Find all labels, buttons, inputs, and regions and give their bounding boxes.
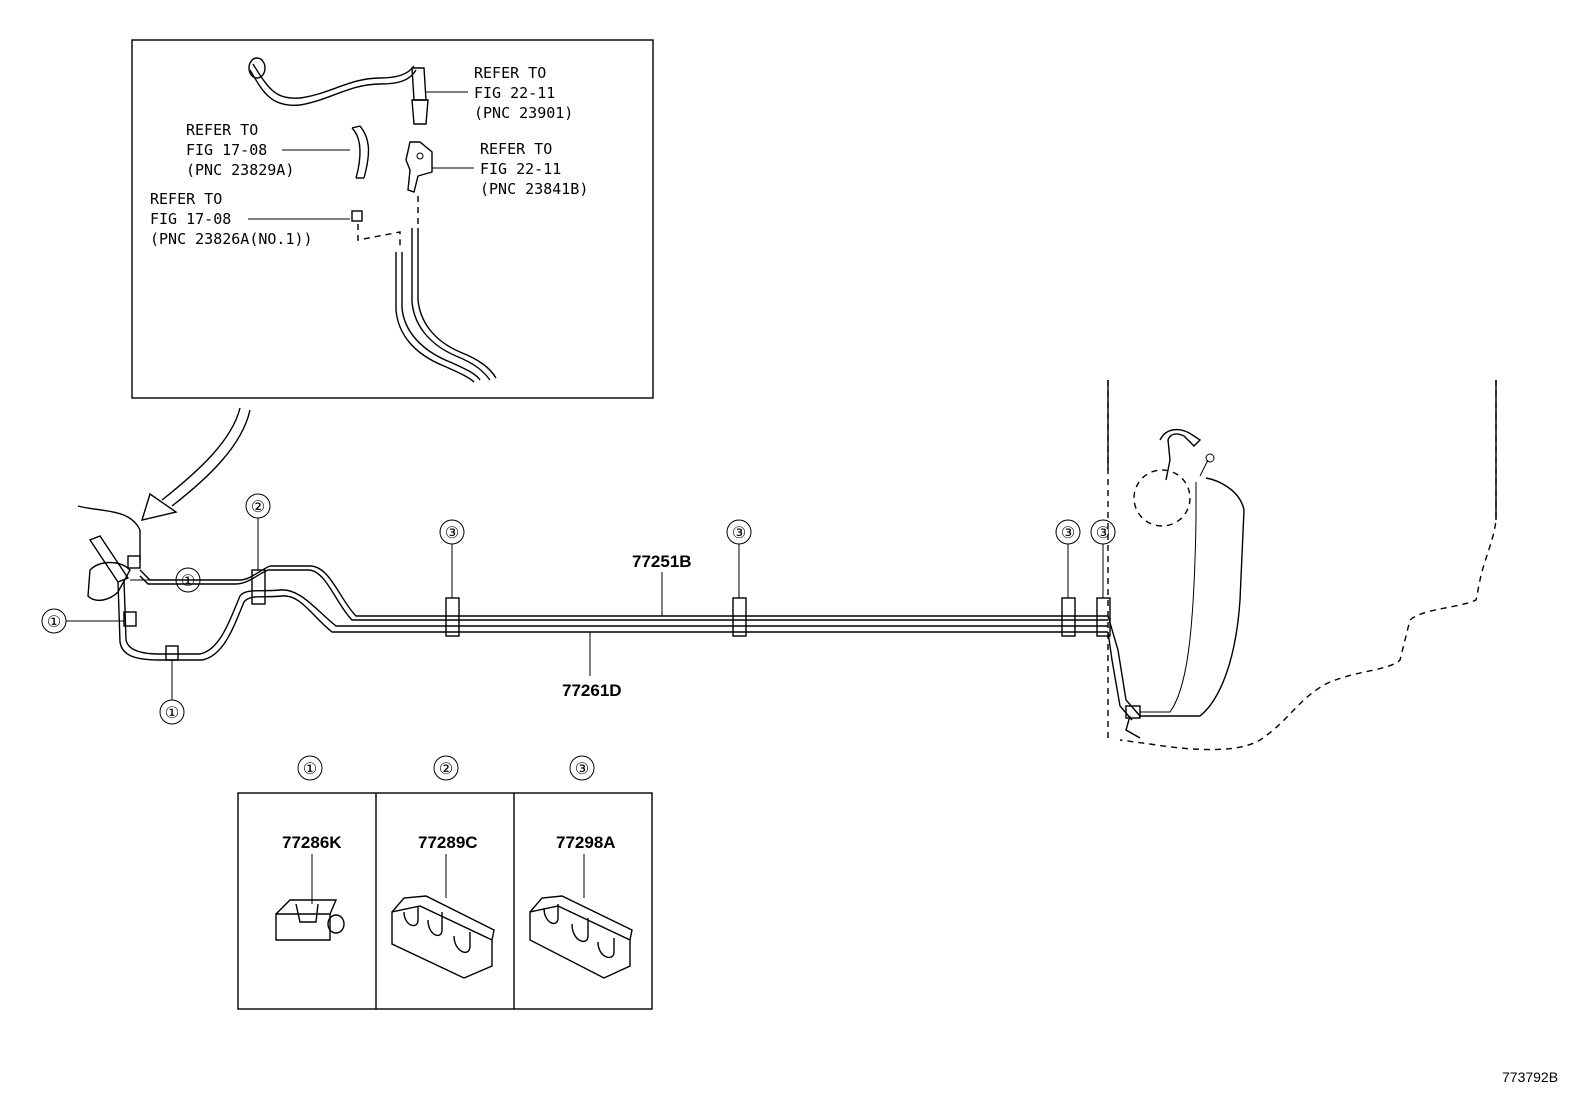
clamp-part-3: 77298A — [556, 833, 616, 852]
clamp-3a — [445, 597, 460, 637]
callouts: ① ① ① ② ③ ③ ③ ③ 77251B 77261D — [41, 493, 1116, 725]
callout-3-b: ③ — [732, 525, 746, 542]
ref-a-line3: (PNC 23901) — [474, 104, 573, 122]
ref-d-line2: FIG 17-08 — [150, 210, 231, 228]
inset-ref-d: REFER TO FIG 17-08 (PNC 23826A(NO.1)) — [150, 190, 313, 248]
inset-ref-c: REFER TO FIG 22-11 (PNC 23841B) — [480, 140, 588, 198]
clamp-part-1: 77286K — [282, 833, 342, 852]
part-number-upper-pipe: 77251B — [632, 552, 692, 571]
inset-hose-elbow — [282, 125, 370, 179]
callout-3-a: ③ — [445, 525, 459, 542]
clamp-2-icon — [391, 895, 495, 979]
clamp-part-2: 77289C — [418, 833, 478, 852]
clamp-3-icon — [529, 895, 633, 979]
part-number-lower-pipe: 77261D — [562, 681, 622, 700]
legend-header-2: ② — [439, 761, 453, 778]
callout-3-d: ③ — [1096, 525, 1110, 542]
clamp-3b — [732, 597, 747, 637]
ref-b-line3: (PNC 23829A) — [186, 161, 294, 179]
ref-c-line2: FIG 22-11 — [480, 160, 561, 178]
clamp-3c — [1061, 597, 1076, 637]
brake-pipe-assembly — [77, 380, 1497, 751]
callout-1-left: ① — [47, 614, 61, 631]
callout-2: ② — [251, 499, 265, 516]
inset-ref-b: REFER TO FIG 17-08 (PNC 23829A) — [186, 121, 294, 179]
ref-d-line1: REFER TO — [150, 190, 222, 208]
legend-frame — [237, 792, 653, 1010]
ref-b-line1: REFER TO — [186, 121, 258, 139]
ref-c-line1: REFER TO — [480, 140, 552, 158]
inset-pipes — [395, 228, 497, 383]
inset-bracket — [405, 141, 474, 228]
callout-1-lower: ① — [165, 705, 179, 722]
figure-id: 773792B — [1502, 1069, 1558, 1085]
ref-a-line2: FIG 22-11 — [474, 84, 555, 102]
ref-d-line3: (PNC 23826A(NO.1)) — [150, 230, 313, 248]
legend-header-3: ③ — [575, 761, 589, 778]
inset-ref-a: REFER TO FIG 22-11 (PNC 23901) — [474, 64, 573, 122]
legend-header-1: ① — [303, 761, 317, 778]
detail-inset: REFER TO FIG 22-11 (PNC 23901) REFER TO … — [131, 39, 654, 399]
ref-a-line1: REFER TO — [474, 64, 546, 82]
clamp-1b — [165, 645, 179, 661]
clamp-1a — [123, 611, 137, 627]
clamp-legend: ① ② ③ 77286K 77289C 77298A — [237, 755, 653, 1010]
callout-3-c: ③ — [1061, 525, 1075, 542]
clamp-1-icon — [275, 899, 345, 941]
inset-clip — [248, 210, 401, 250]
detail-arrow-icon — [140, 407, 251, 521]
ref-b-line2: FIG 17-08 — [186, 141, 267, 159]
inset-frame — [131, 39, 654, 399]
inset-hose-top — [248, 57, 468, 125]
callout-1-upper: ① — [181, 573, 195, 590]
ref-c-line3: (PNC 23841B) — [480, 180, 588, 198]
